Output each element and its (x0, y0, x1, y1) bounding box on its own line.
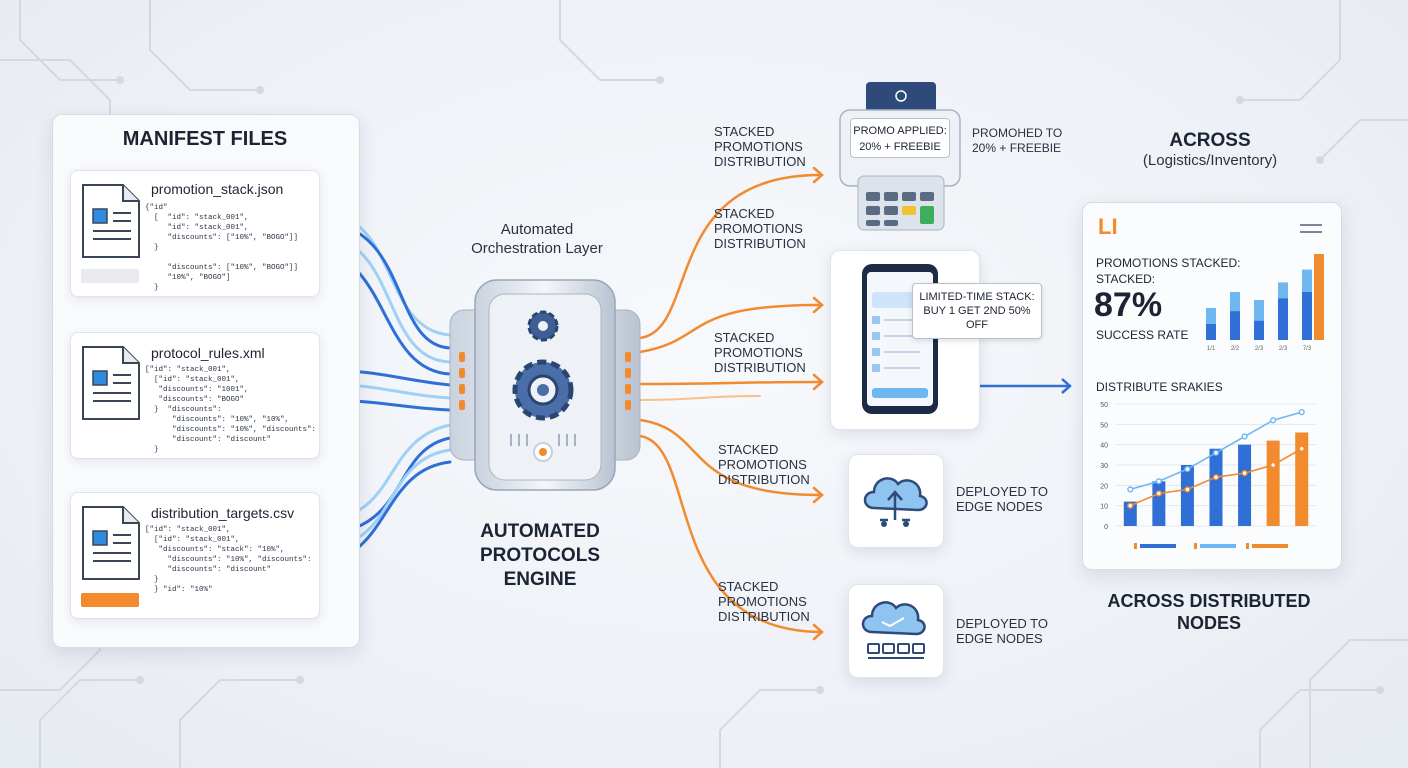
y-tick-label: 40 (1100, 443, 1108, 450)
stacked-label: STACKED: (1096, 272, 1156, 286)
data-point (1155, 478, 1162, 485)
distribution-chart: 50 50 40 30 20 10 0 (1100, 402, 1316, 549)
bar (1238, 444, 1252, 526)
data-point (1184, 486, 1191, 493)
orchestration-engine (449, 279, 641, 491)
tick-label: 2/3 (1279, 346, 1288, 352)
y-tick-label: 20 (1100, 483, 1108, 490)
bar (1209, 448, 1223, 526)
bar (1278, 298, 1288, 340)
document-icon (82, 506, 140, 580)
data-point (1298, 445, 1305, 452)
cloud-server-icon (861, 601, 926, 659)
distribute-label: DISTRIBUTE SRAKIES (1096, 380, 1223, 394)
tick-label: 2/3 (1255, 346, 1264, 352)
y-tick-label: 50 (1100, 402, 1108, 409)
success-rate-label: SUCCESS RATE (1096, 328, 1189, 342)
y-tick-label: 30 (1100, 463, 1108, 470)
file-name: distribution_targets.csv (151, 505, 295, 521)
flow-label: STACKED PROMOTIONS DISTRIBUTION (718, 442, 810, 487)
file-status-bar (81, 593, 139, 607)
document-icon (82, 346, 140, 420)
file-name: protocol_rules.xml (151, 345, 265, 361)
flow-label: STACKED PROMOTIONS DISTRIBUTION (714, 124, 806, 169)
legend-marker (1194, 543, 1197, 549)
bar (1266, 440, 1280, 526)
data-point (1212, 449, 1220, 456)
file-code: ["id": "stack_001", ["id": "stack_001", … (145, 526, 312, 594)
file-name: promotion_stack.json (151, 181, 284, 197)
file-card-promotion-stack[interactable]: promotion_stack.json {"id" [ "id": "stac… (70, 170, 320, 297)
data-point (1184, 465, 1191, 473)
pos-caption: PROMOHED TO 20% + FREEBIE (972, 126, 1063, 155)
legend-marker (1246, 543, 1249, 549)
data-point (1212, 474, 1220, 481)
edge-node-1-caption: DEPLOYED TO EDGE NODES (956, 484, 1048, 514)
flow-label: STACKED PROMOTIONS DISTRIBUTION (714, 330, 806, 375)
file-status-bar (81, 269, 139, 283)
tick-label: 7/3 (1303, 346, 1312, 352)
success-percent: 87% (1094, 286, 1163, 324)
edge-node-2-caption: DEPLOYED TO EDGE NODES (956, 616, 1048, 646)
bar (1180, 465, 1194, 526)
y-tick-label: 0 (1104, 524, 1108, 531)
bar (1314, 254, 1324, 340)
engine-top-label: Automated Orchestration Layer (471, 221, 603, 257)
data-point (1127, 486, 1134, 493)
promo-stacked-label: PROMOTIONS STACKED: (1096, 256, 1241, 270)
tick-label: 1/1 (1207, 346, 1216, 352)
across-distributed-title: ACROSS DISTRIBUTED NODES (1107, 591, 1311, 633)
legend-marker (1134, 543, 1137, 549)
bar (1123, 501, 1137, 526)
across-subtitle: (Logistics/Inventory) (1142, 152, 1278, 169)
tick-label: 2/2 (1231, 346, 1240, 352)
data-point (1155, 490, 1162, 497)
y-tick-label: 10 (1100, 504, 1108, 511)
bar (1302, 292, 1312, 340)
data-point (1127, 502, 1134, 509)
data-point (1270, 461, 1277, 469)
legend-swatch (1140, 544, 1176, 548)
data-point (1241, 433, 1248, 440)
mobile-callout: LIMITED-TIME STACK: BUY 1 GET 2ND 50% OF… (912, 283, 1042, 339)
gear-icon (512, 359, 574, 421)
bar (1295, 432, 1309, 526)
menu-icon[interactable] (1298, 222, 1324, 236)
bar (1254, 320, 1264, 340)
pos-screen: PROMO APPLIED: 20% + FREEBIE (850, 118, 950, 158)
y-tick-label: 50 (1100, 422, 1108, 429)
data-point (1270, 417, 1277, 424)
bar (1230, 311, 1240, 340)
file-code: {"id" [ "id": "stack_001", "id": "stack_… (145, 204, 299, 292)
document-icon (82, 184, 140, 258)
mini-bar-chart: 1/1 2/2 2/3 2/3 7/3 (1206, 254, 1324, 352)
mobile-callout-text: LIMITED-TIME STACK: BUY 1 GET 2ND 50% OF… (919, 291, 1035, 331)
file-code: ["id": "stack_001", ["id": "stack_001", … (145, 366, 317, 454)
file-card-distribution-targets[interactable]: distribution_targets.csv ["id": "stack_0… (70, 492, 320, 619)
data-point (1241, 470, 1248, 477)
data-point (1298, 409, 1305, 416)
bar (1152, 481, 1166, 526)
bar (1254, 300, 1264, 340)
dashboard-logo: LI (1098, 214, 1118, 239)
cloud-upload-icon (863, 477, 928, 527)
across-title: ACROSS (1169, 130, 1251, 151)
flow-label: STACKED PROMOTIONS DISTRIBUTION (714, 206, 806, 251)
pos-screen-text: PROMO APPLIED: 20% + FREEBIE (853, 125, 947, 153)
flow-label: STACKED PROMOTIONS DISTRIBUTION (718, 579, 810, 624)
gear-icon (527, 310, 559, 342)
bar (1206, 324, 1216, 340)
manifest-title: MANIFEST FILES (122, 128, 288, 150)
engine-bottom-label: AUTOMATED PROTOCOLS ENGINE (480, 521, 600, 590)
legend-swatch (1200, 544, 1236, 548)
legend-swatch (1252, 544, 1288, 548)
file-card-protocol-rules[interactable]: protocol_rules.xml ["id": "stack_001", [… (70, 332, 320, 459)
